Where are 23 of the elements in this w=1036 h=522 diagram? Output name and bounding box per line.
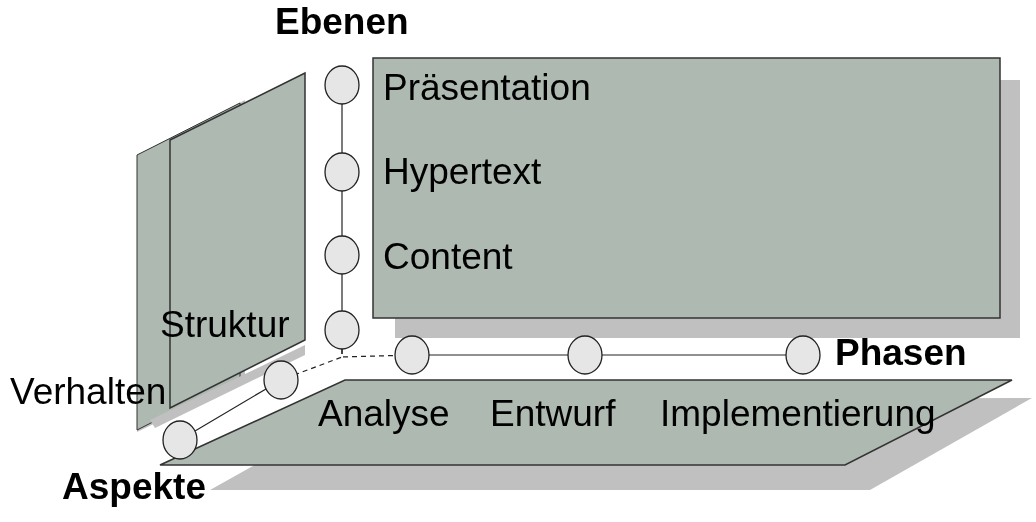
- level-label: Hypertext: [383, 152, 542, 192]
- axis-point-ellipse: [263, 360, 299, 400]
- axis-title: Ebenen: [275, 2, 409, 42]
- connector-line: [341, 190, 343, 237]
- axis-point-ellipse: [324, 310, 360, 350]
- aspect-label: Struktur: [160, 305, 290, 345]
- connector-line: [341, 103, 343, 154]
- axis-title: Aspekte: [62, 467, 206, 507]
- axis-point-ellipse: [324, 65, 360, 105]
- level-label: Content: [383, 237, 513, 277]
- axis-point-ellipse: [324, 235, 360, 275]
- axis-point-ellipse: [785, 335, 821, 375]
- axis-point-ellipse: [162, 420, 198, 460]
- phase-label: Entwurf: [490, 394, 616, 434]
- connector-line: [341, 273, 343, 312]
- axis-point-ellipse: [567, 335, 603, 375]
- connector-line: [194, 388, 267, 432]
- axis-title: Phasen: [835, 333, 967, 373]
- level-label: Präsentation: [383, 68, 591, 108]
- axis-point-ellipse: [324, 152, 360, 192]
- phase-label: Implementierung: [660, 394, 936, 434]
- axis-point-ellipse: [394, 335, 430, 375]
- phase-label: Analyse: [318, 394, 450, 434]
